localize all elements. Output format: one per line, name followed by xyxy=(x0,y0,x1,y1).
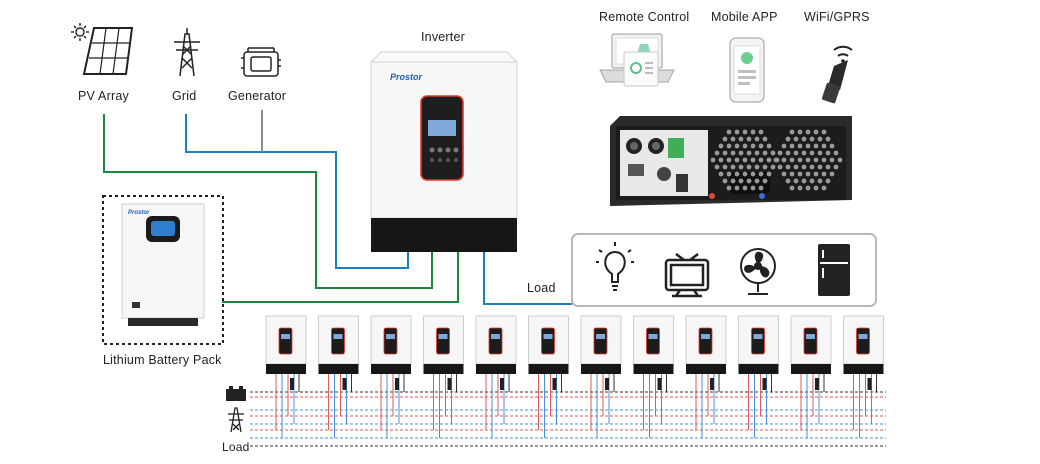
main-inverter xyxy=(370,51,518,252)
parallel-inverter-unit xyxy=(318,315,359,390)
fan-grille-right xyxy=(773,129,843,191)
parallel-inverter-unit xyxy=(843,315,884,390)
bus-load-label: Load xyxy=(222,440,250,454)
tv-icon xyxy=(664,253,710,298)
parallel-inverter-row xyxy=(265,315,884,390)
wifi-dongle-icon xyxy=(822,45,853,104)
parallel-inverter-unit xyxy=(790,315,832,390)
battery-brand-logo: Prostor xyxy=(128,210,150,216)
solar-panel-icon xyxy=(71,23,134,75)
parallel-inverter-unit xyxy=(633,315,674,390)
parallel-inverter-unit xyxy=(370,315,412,390)
parallel-inverter-unit xyxy=(423,315,464,390)
inverter-brand-logo: Prostor xyxy=(390,72,423,82)
lithium-battery-pack-label: Lithium Battery Pack xyxy=(103,353,222,367)
generator-icon xyxy=(241,47,281,77)
dashboard-overlay-icon xyxy=(623,51,659,87)
battery-small-icon xyxy=(226,386,246,401)
battery-connection-line xyxy=(222,252,459,303)
inverter-label: Inverter xyxy=(421,30,465,44)
battery-dashed-frame xyxy=(102,195,224,345)
grid-small-tower-icon xyxy=(228,407,244,433)
grid-connection-line xyxy=(185,114,409,269)
grid-tower-icon xyxy=(174,28,200,77)
load-appliance-box xyxy=(571,233,877,307)
load-label: Load xyxy=(527,281,556,295)
parallel-inverter-unit xyxy=(528,315,569,390)
load-connection-line xyxy=(483,252,572,305)
wifi-gprs-label: WiFi/GPRS xyxy=(804,10,870,24)
parallel-inverter-unit xyxy=(738,315,779,390)
fan-icon xyxy=(740,248,776,295)
phone-icon xyxy=(729,37,765,103)
remote-control-label: Remote Control xyxy=(599,10,690,24)
grid-label: Grid xyxy=(172,89,197,103)
parallel-bus-wiring xyxy=(250,374,886,447)
pv-array-label: PV Array xyxy=(78,89,129,103)
pv-connection-line xyxy=(103,114,433,289)
light-bulb-icon xyxy=(596,242,634,291)
lithium-battery-pack xyxy=(121,203,205,326)
mobile-app-label: Mobile APP xyxy=(711,10,778,24)
fridge-icon xyxy=(818,244,850,296)
parallel-inverter-unit xyxy=(265,315,307,390)
generator-label: Generator xyxy=(228,89,287,103)
parallel-inverter-unit xyxy=(580,315,622,390)
parallel-inverter-unit xyxy=(685,315,727,390)
parallel-inverter-unit xyxy=(475,315,517,390)
